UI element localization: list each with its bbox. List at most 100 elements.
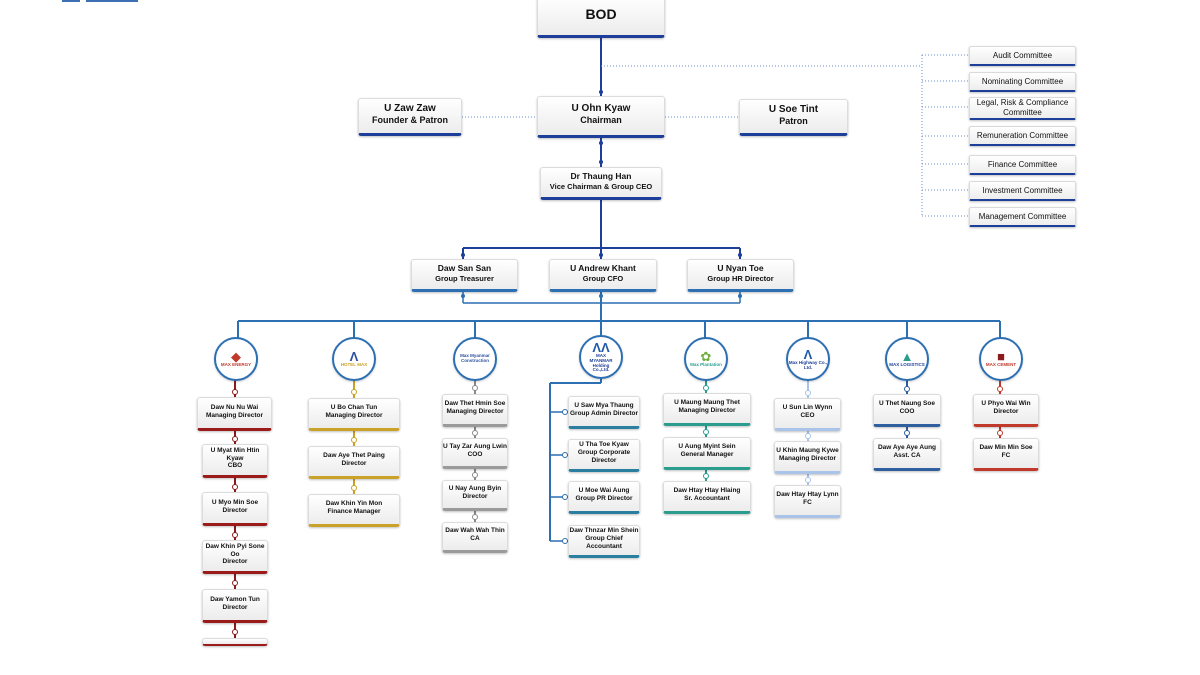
person-name: U Aung Myint Sein — [678, 443, 736, 451]
committee-legal-risk[interactable]: Legal, Risk & Compliance Committee — [969, 97, 1076, 120]
person-name: U Saw Mya Thaung — [574, 402, 634, 410]
person-card[interactable]: Daw Yamon Tun Director — [202, 589, 268, 623]
person-card[interactable]: U Sun Lin Wynn CEO — [774, 398, 841, 431]
person-title: Group CFO — [582, 273, 624, 283]
person-card-partial[interactable] — [202, 638, 268, 646]
person-title: Managing Director — [325, 412, 383, 419]
committee-management[interactable]: Management Committee — [969, 207, 1076, 227]
max-energy-logo[interactable]: ◆ MAX ENERGY — [214, 337, 258, 381]
person-name: U Tha Toe Kyaw — [579, 441, 629, 449]
person-card[interactable]: Daw Min Min Soe FC — [973, 438, 1039, 471]
person-name: U Andrew Khant — [570, 263, 636, 274]
person-title: General Manager — [680, 451, 734, 458]
person-card[interactable]: U Bo Chan Tun Managing Director — [308, 398, 400, 431]
person-card[interactable]: U Khin Maung Kywe Managing Director — [774, 441, 841, 474]
max-logistics-logo[interactable]: ▲ MAX LOGISTICS — [885, 337, 929, 381]
max-highway-logo[interactable]: Λ Max Highway Co., Ltd. — [786, 337, 830, 381]
person-card[interactable]: U Tha Toe Kyaw Group Corporate Director — [568, 439, 640, 472]
person-card[interactable]: Daw Aye Aye Aung Asst. CA — [873, 438, 941, 471]
max-energy-mark-icon: ◆ — [231, 349, 241, 365]
person-card[interactable]: U Myo Min Soe Director — [202, 492, 268, 526]
person-name: Daw Wah Wah Thin — [445, 527, 505, 535]
person-card[interactable]: Daw Htay Htay Lynn FC — [774, 485, 841, 518]
person-card[interactable]: Daw Khin Yin Mon Finance Manager — [308, 494, 400, 527]
person-card[interactable]: U Phyo Wai Win Director — [973, 394, 1039, 427]
plantation-leaf-icon: ✿ — [700, 349, 712, 365]
person-card[interactable]: U Thet Naung Soe COO — [873, 394, 941, 427]
person-card[interactable]: Daw Nu Nu Wai Managing Director — [197, 397, 272, 431]
person-card[interactable]: Daw Wah Wah Thin CA — [442, 522, 508, 553]
person-name: Daw Htay Htay Lynn — [776, 491, 839, 499]
person-title: Group PR Director — [575, 495, 633, 502]
person-card[interactable]: U Myat Min Htin Kyaw CBO — [202, 444, 268, 478]
top-edge-mark-left — [62, 0, 80, 2]
person-card[interactable]: U Tay Zar Aung Lwin COO — [442, 438, 508, 469]
person-name: Daw Thnzar Min Shein — [569, 527, 639, 535]
person-card[interactable]: Daw Thnzar Min Shein Group Chief Account… — [568, 525, 640, 558]
person-card[interactable]: U Moe Wai Aung Group PR Director — [568, 481, 640, 514]
person-name: U Tay Zar Aung Lwin — [443, 443, 507, 451]
person-name: U Sun Lin Wynn — [782, 404, 833, 412]
logistics-mountain-icon: ▲ — [900, 349, 914, 365]
person-name: Daw Khin Yin Mon — [325, 500, 383, 508]
max-plantation-logo[interactable]: ✿ Max Plantation — [684, 337, 728, 381]
person-card[interactable]: U Saw Mya Thaung Group Admin Director — [568, 396, 640, 429]
person-card[interactable]: Daw Thet Hmin Soe Managing Director — [442, 394, 508, 427]
person-card[interactable]: U Aung Myint Sein General Manager — [663, 437, 751, 470]
top-edge-mark-right — [86, 0, 138, 2]
company-logo-text: MAX ENERGY — [220, 362, 252, 368]
hotel-max-mark-icon: Λ — [349, 349, 359, 365]
person-card[interactable]: U Maung Maung Thet Managing Director — [663, 393, 751, 426]
person-card[interactable]: Daw Aye Thet Paing Director — [308, 446, 400, 479]
person-title: Managing Director — [778, 455, 837, 462]
company-logo-text: Max Highway Co., Ltd. — [788, 359, 828, 370]
person-name: Daw Nu Nu Wai — [210, 403, 259, 411]
max-cement-logo[interactable]: ■ MAX CEMENT — [979, 337, 1023, 381]
founder-box[interactable]: U Zaw Zaw Founder & Patron — [358, 98, 462, 136]
chairman-box[interactable]: U Ohn Kyaw Chairman — [537, 96, 665, 138]
committee-audit[interactable]: Audit Committee — [969, 46, 1076, 66]
committee-remuneration[interactable]: Remuneration Committee — [969, 126, 1076, 146]
committee-finance[interactable]: Finance Committee — [969, 155, 1076, 175]
committee-nominating[interactable]: Nominating Committee — [969, 72, 1076, 92]
vice-chairman-box[interactable]: Dr Thaung Han Vice Chairman & Group CEO — [540, 167, 662, 200]
person-title: COO — [899, 408, 915, 415]
person-name: Daw Khin Pyi Sone Oo — [205, 542, 265, 558]
person-title: Group Treasurer — [435, 273, 494, 283]
person-card[interactable]: Daw Htay Htay Hlaing Sr. Accountant — [663, 481, 751, 514]
person-title: Director — [993, 408, 1019, 415]
person-name: U Nay Aung Byin — [448, 485, 502, 493]
max-myanmar-holding-logo[interactable]: ΛΛ MAX MYANMAR Holding Co.,Ltd. — [579, 335, 623, 379]
person-name: Daw Min Min Soe — [979, 444, 1033, 452]
hotel-max-logo[interactable]: Λ HOTEL MAX — [332, 337, 376, 381]
cement-cube-icon: ■ — [997, 349, 1005, 365]
person-title: Finance Manager — [327, 508, 381, 515]
person-title: FC — [803, 499, 812, 506]
group-hr-director-box[interactable]: U Nyan Toe Group HR Director — [687, 259, 794, 292]
person-title: Sr. Accountant — [684, 495, 730, 502]
person-name: U Thet Naung Soe — [879, 400, 935, 408]
person-name: U Phyo Wai Win — [981, 400, 1031, 408]
person-name: U Bo Chan Tun — [330, 404, 378, 412]
company-logo-text: Max Plantation — [690, 362, 722, 368]
committee-investment[interactable]: Investment Committee — [969, 181, 1076, 201]
group-cfo-box[interactable]: U Andrew Khant Group CFO — [549, 259, 657, 292]
person-title: Managing Director — [205, 411, 264, 419]
person-name: U Moe Wai Aung — [578, 487, 630, 495]
person-title: CA — [470, 535, 480, 542]
person-title: Director — [222, 558, 248, 566]
max-myanmar-mark-icon: ΛΛ — [592, 340, 610, 356]
max-construction-logo[interactable]: Max Myanmar Construction — [453, 337, 497, 381]
person-name: Daw Htay Htay Hlaing — [673, 487, 741, 495]
company-logo-text: MAX CEMENT — [985, 362, 1017, 368]
person-title: CBO — [227, 462, 243, 470]
person-title: Managing Director — [678, 407, 736, 414]
person-title: Group HR Director — [707, 273, 774, 283]
bod-box[interactable]: BOD — [537, 0, 665, 38]
patron-box[interactable]: U Soe Tint Patron — [739, 99, 848, 136]
person-name: Daw Yamon Tun — [210, 595, 260, 603]
bod-label: BOD — [585, 6, 617, 23]
person-card[interactable]: U Nay Aung Byin Director — [442, 480, 508, 511]
person-card[interactable]: Daw Khin Pyi Sone Oo Director — [202, 540, 268, 574]
group-treasurer-box[interactable]: Daw San San Group Treasurer — [411, 259, 518, 292]
